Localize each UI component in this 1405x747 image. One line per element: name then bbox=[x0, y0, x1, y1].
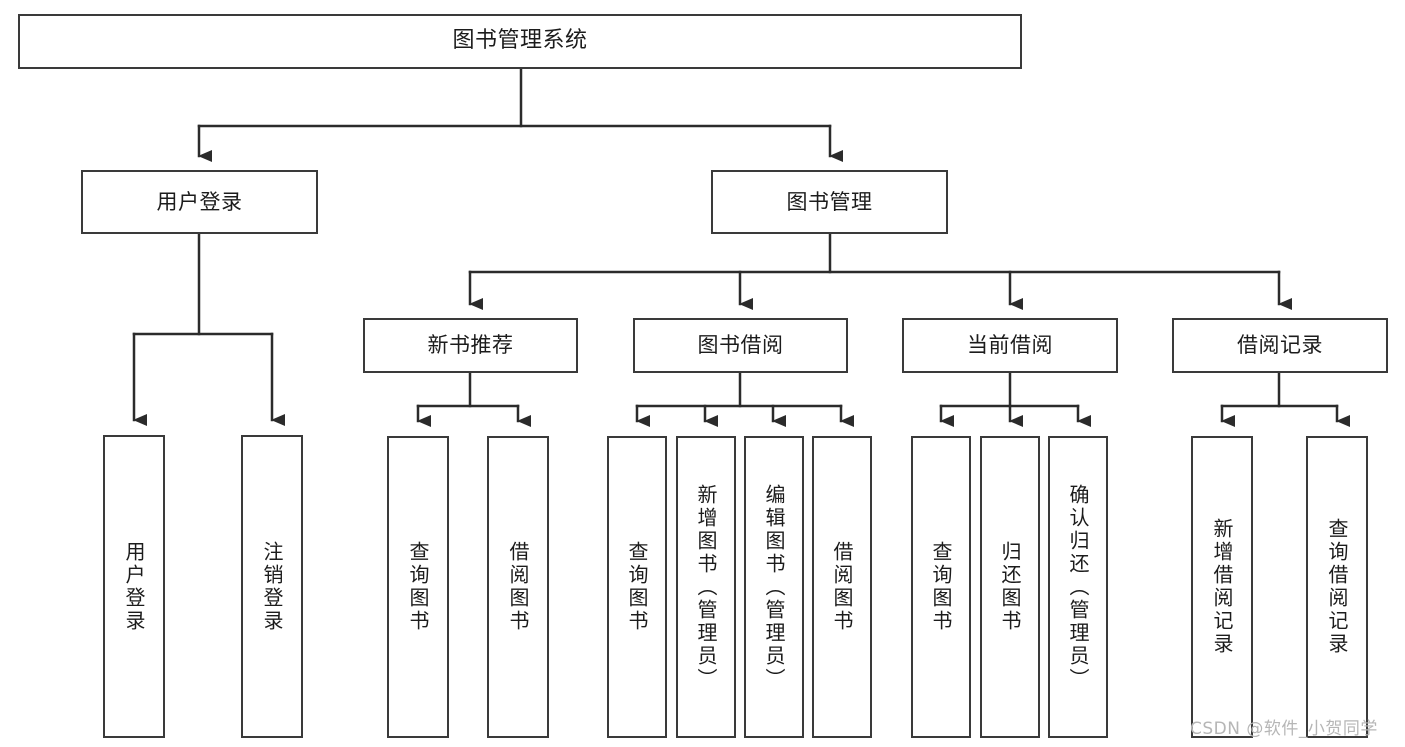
node-label: 借阅图书 bbox=[506, 541, 530, 633]
node-book-borrow[interactable]: 图书借阅 bbox=[633, 318, 848, 373]
leaf-edit-book-admin[interactable]: 编辑图书（管理员） bbox=[744, 436, 804, 738]
leaf-search-book-newbook[interactable]: 查询图书 bbox=[387, 436, 449, 738]
node-user-login[interactable]: 用户登录 bbox=[81, 170, 318, 234]
leaf-confirm-return-admin[interactable]: 确认归还（管理员） bbox=[1048, 436, 1108, 738]
leaf-logout[interactable]: 注销登录 bbox=[241, 435, 303, 738]
node-label: 图书管理系统 bbox=[452, 28, 588, 54]
csdn-watermark: CSDN @软件_小贺同学 bbox=[1190, 719, 1378, 739]
node-label: 用户登录 bbox=[156, 189, 243, 214]
leaf-add-book-admin[interactable]: 新增图书（管理员） bbox=[676, 436, 736, 738]
leaf-add-borrow-record[interactable]: 新增借阅记录 bbox=[1191, 436, 1253, 738]
node-label: 图书管理 bbox=[786, 189, 873, 214]
node-root-system[interactable]: 图书管理系统 bbox=[18, 14, 1022, 69]
node-label: 新增借阅记录 bbox=[1210, 518, 1234, 656]
node-label: 查询图书 bbox=[929, 541, 953, 633]
node-label: 借阅记录 bbox=[1237, 333, 1323, 358]
node-label: 新增图书（管理员） bbox=[694, 483, 718, 691]
node-label: 查询借阅记录 bbox=[1325, 518, 1349, 656]
node-label: 用户登录 bbox=[122, 540, 146, 633]
node-current-borrow[interactable]: 当前借阅 bbox=[902, 318, 1118, 373]
node-label: 确认归还（管理员） bbox=[1066, 483, 1090, 691]
node-label: 借阅图书 bbox=[830, 541, 854, 633]
node-borrow-record[interactable]: 借阅记录 bbox=[1172, 318, 1388, 373]
leaf-search-book-current[interactable]: 查询图书 bbox=[911, 436, 971, 738]
node-label: 编辑图书（管理员） bbox=[762, 483, 786, 691]
leaf-borrow-book[interactable]: 借阅图书 bbox=[812, 436, 872, 738]
leaf-search-borrow-record[interactable]: 查询借阅记录 bbox=[1306, 436, 1368, 738]
node-label: 新书推荐 bbox=[427, 333, 514, 358]
leaf-user-login[interactable]: 用户登录 bbox=[103, 435, 165, 738]
node-label: 查询图书 bbox=[625, 541, 649, 633]
leaf-search-book-borrow[interactable]: 查询图书 bbox=[607, 436, 667, 738]
node-label: 查询图书 bbox=[406, 541, 430, 633]
leaf-return-book[interactable]: 归还图书 bbox=[980, 436, 1040, 738]
node-label: 图书借阅 bbox=[697, 333, 784, 358]
node-new-book-recommend[interactable]: 新书推荐 bbox=[363, 318, 578, 373]
node-label: 当前借阅 bbox=[967, 333, 1053, 358]
node-label: 归还图书 bbox=[998, 541, 1022, 633]
node-book-management[interactable]: 图书管理 bbox=[711, 170, 948, 234]
leaf-borrow-book-newbook[interactable]: 借阅图书 bbox=[487, 436, 549, 738]
node-label: 注销登录 bbox=[260, 540, 284, 633]
